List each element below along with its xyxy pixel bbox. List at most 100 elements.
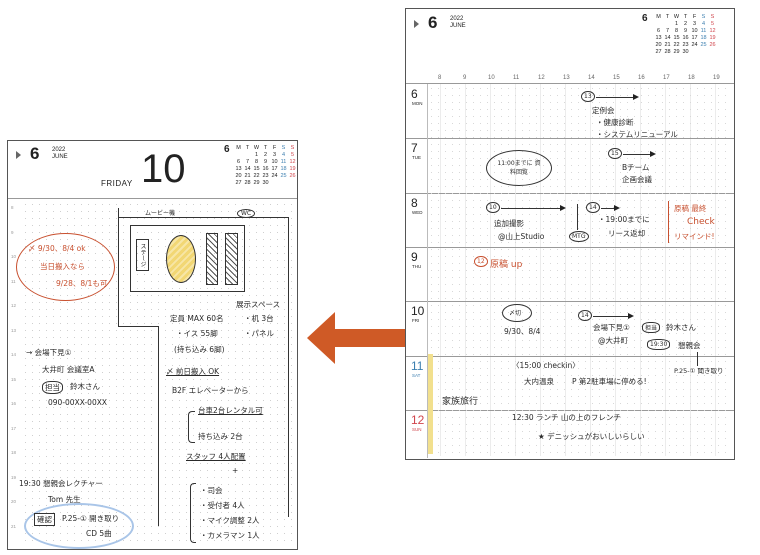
mon-time-circle: 13 [581, 91, 595, 102]
mini-cal-day: 21 [664, 42, 671, 48]
page-reference-note: P.25-① 開き取り [62, 514, 120, 523]
fri-deadline-dates: 9/30、8/4 [504, 327, 541, 336]
day-number: 9 [411, 249, 418, 264]
confirm-label: 確認 [34, 513, 55, 526]
tue-time-circle: 15 [608, 148, 622, 159]
mini-cal-day: 4 [701, 21, 706, 27]
wc-label: WC [237, 209, 256, 218]
mini-cal-day: 23 [682, 42, 689, 48]
mini-cal-day: 22 [673, 42, 680, 48]
mon-health-check: ・健康診断 [596, 118, 634, 127]
panel-note: ・パネル [244, 329, 274, 338]
mon-arrow-line [596, 97, 634, 98]
mini-cal-day: 30 [262, 180, 269, 186]
bracket-line-2 [190, 483, 196, 543]
hour-label: 16 [11, 401, 17, 406]
mini-cal-day: 6 [656, 28, 661, 34]
wed-lease-return: リース返却 [608, 229, 646, 238]
wed-arrowhead-icon-2 [614, 205, 620, 211]
hour-label: 16 [638, 75, 645, 81]
header-divider [8, 198, 297, 199]
venue-visit-note: → 会場下見① [26, 348, 72, 357]
mini-cal-day: 15 [673, 35, 680, 41]
mini-cal-header: S [701, 14, 706, 20]
wed-deadline-time: ・19:00までに [598, 215, 650, 224]
truck-rental-note: 台車2台レンタル可 [198, 406, 263, 415]
mon-system-renewal: ・システムリニューアル [596, 130, 678, 139]
mini-cal-day: 26 [289, 173, 296, 179]
mini-cal-header: M [656, 14, 661, 20]
hour-label: 13 [563, 75, 570, 81]
mini-cal-day: 8 [254, 159, 259, 165]
hour-header-line [406, 83, 734, 84]
day-number: 10 [141, 147, 186, 191]
mini-cal-day: 20 [235, 173, 242, 179]
day-number: 7 [411, 141, 418, 156]
hour-label: 8 [438, 75, 442, 81]
mini-cal-header: S [290, 145, 295, 151]
mini-cal-header: T [665, 14, 670, 20]
blue-oval [24, 503, 134, 549]
thu-time-circle: 12 [474, 256, 488, 267]
mini-cal-day: 17 [691, 35, 698, 41]
hour-label: 14 [588, 75, 595, 81]
mini-cal-header: S [710, 14, 715, 20]
tue-circle [486, 150, 552, 186]
mini-cal-header: W [253, 145, 260, 151]
venue-wall-divider [158, 326, 159, 526]
day-weekday: SUN [412, 426, 422, 432]
mini-cal-header: T [683, 14, 688, 20]
fri-venue-visit: 会場下見① [593, 323, 630, 332]
mini-cal-day: 10 [271, 159, 278, 165]
wed-arrow-line-2 [601, 208, 615, 209]
hour-label: 21 [11, 523, 17, 529]
hour-label: 12 [11, 303, 17, 308]
stage-label: ステージ [136, 239, 149, 271]
mini-cal-day [288, 180, 297, 187]
mini-cal-day: 5 [290, 152, 295, 158]
mini-cal-day: 9 [263, 159, 268, 165]
fri-time-circle: 14 [578, 310, 592, 321]
day-weekday: MON [412, 101, 423, 106]
header-year: 2022 [52, 147, 66, 153]
fri-time-circle-2: 19:30 [647, 339, 671, 350]
mon-arrowhead-icon [633, 94, 639, 100]
venue-wall-right [288, 217, 289, 517]
desk-note: ・机 3台 [244, 314, 274, 323]
mini-cal-day: 24 [271, 173, 278, 179]
wed-red-divider [668, 201, 669, 243]
hour-label: 14 [11, 352, 17, 357]
fri-location: @大井町 [598, 336, 628, 345]
mini-cal-day: 28 [664, 49, 671, 55]
mini-cal-day: 18 [280, 166, 287, 172]
mini-cal-day: 26 [709, 42, 716, 48]
chairs-note: ・イス 55脚 [176, 329, 218, 338]
mini-cal-day: 29 [253, 180, 260, 186]
venue-room-outline [130, 225, 245, 292]
mini-cal-day: 25 [700, 42, 707, 48]
mini-cal-day: 7 [245, 159, 250, 165]
hour-label: 19 [11, 474, 17, 480]
mini-cal-day: 28 [244, 180, 251, 186]
red-oval [16, 233, 115, 301]
timeline-grid [428, 85, 732, 457]
wed-arrow-line [501, 208, 561, 209]
tue-arrowhead-icon [650, 151, 656, 157]
mini-cal-day: 18 [700, 35, 707, 41]
sat-hot-spring: 大内温泉 [524, 377, 554, 386]
hour-label: 10 [11, 254, 17, 259]
fri-deadline-label: 〆切 [509, 310, 522, 317]
venue-place-note: 大井町 会議室A [42, 365, 95, 374]
tue-arrow-line [623, 154, 651, 155]
mini-cal-day: 15 [253, 166, 260, 172]
mini-cal-header: T [245, 145, 250, 151]
mc-note: ・司会 [200, 486, 223, 495]
mini-cal-day: 22 [253, 173, 260, 179]
fri-arrow-line [593, 316, 629, 317]
family-trip: 家族旅行 [442, 397, 479, 407]
mini-cal-header: F [272, 145, 277, 151]
day-weekday: FRI [412, 318, 420, 324]
